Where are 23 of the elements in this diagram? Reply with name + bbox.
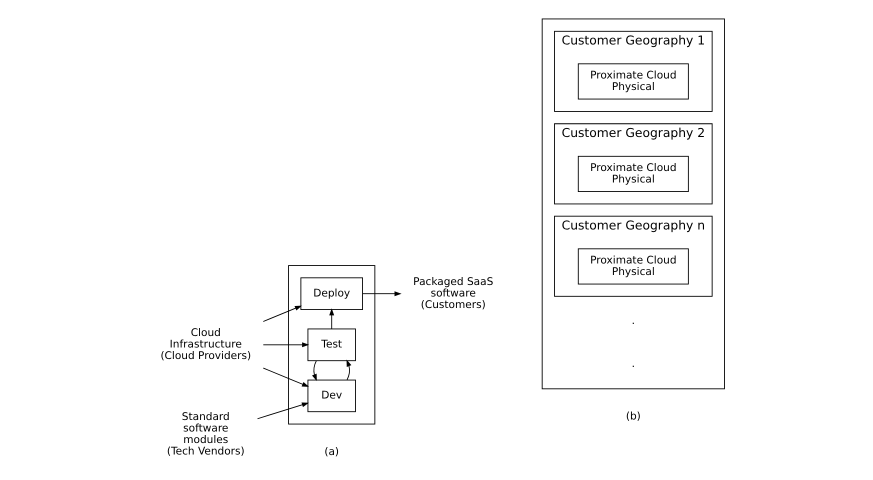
- node-box: Proximate Cloud Physical: [578, 63, 689, 100]
- node-box: Dev: [307, 380, 356, 412]
- arrow: [257, 402, 309, 420]
- arrow: [329, 308, 334, 330]
- node-text: Packaged SaaS software (Customers): [413, 276, 494, 311]
- cluster: [542, 18, 725, 390]
- label: (a): [324, 446, 340, 458]
- node-text: Standard software modules (Tech Vendors): [166, 411, 245, 458]
- label: .: [632, 314, 636, 327]
- arrow: [346, 359, 352, 380]
- arrow: [362, 291, 402, 296]
- node-box: Proximate Cloud Physical: [578, 248, 689, 284]
- node-text: Cloud Infrastructure (Cloud Providers): [160, 327, 252, 362]
- label: (b): [626, 410, 641, 423]
- arrow: [262, 342, 310, 348]
- label: .: [632, 358, 636, 370]
- arrow: [262, 368, 310, 387]
- arrow: [262, 306, 302, 322]
- node-box: Deploy: [300, 277, 363, 310]
- node-box: Test: [307, 328, 356, 362]
- node-box: Proximate Cloud Physical: [578, 156, 689, 192]
- cluster: [288, 265, 376, 424]
- arrow: [312, 360, 317, 382]
